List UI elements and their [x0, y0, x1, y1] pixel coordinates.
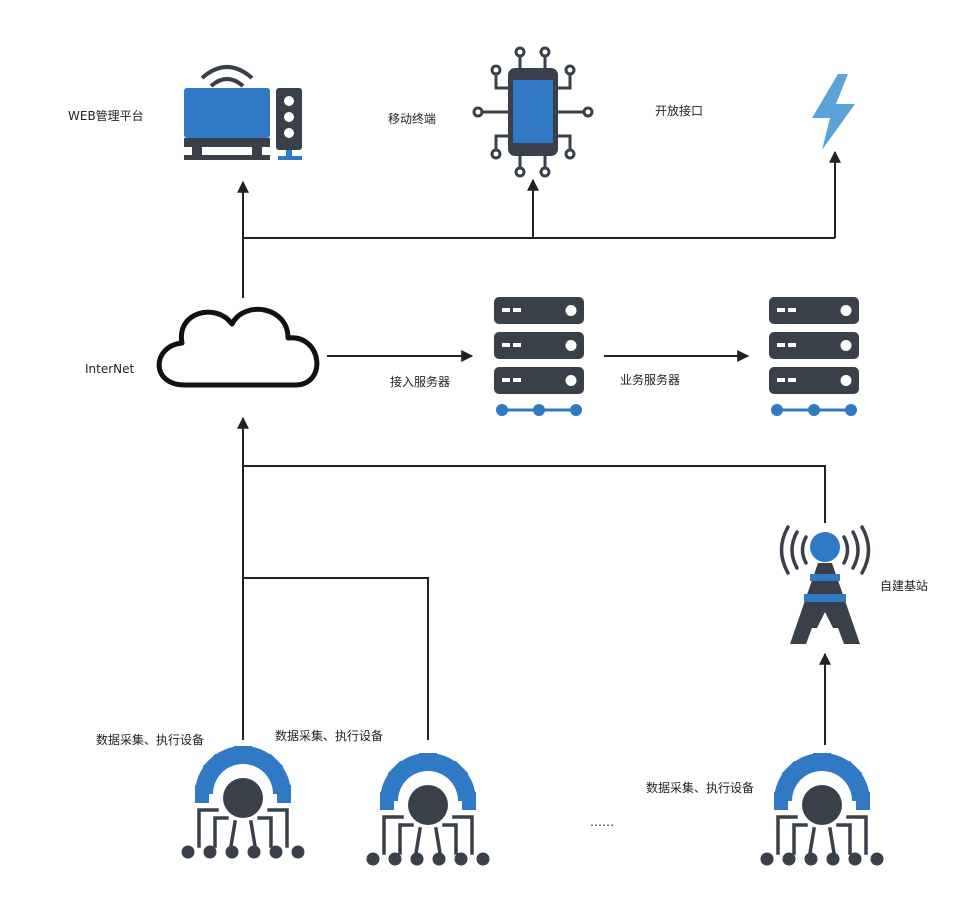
base-station-label: 自建基站: [880, 579, 928, 593]
lightning-bolt-icon: [812, 74, 855, 150]
desktop-computer-icon: [184, 65, 302, 160]
gear-circuit-icon: [179, 744, 307, 861]
connectors: [237, 150, 841, 745]
internet-label: InterNet: [85, 362, 135, 376]
business-server-icon: [767, 295, 861, 418]
device2-link: [243, 577, 429, 740]
device-2-label: 数据采集、执行设备: [275, 728, 383, 743]
gear-circuit-icon: [364, 751, 492, 868]
business-server-label: 业务服务器: [620, 372, 680, 387]
open-api-label: 开放接口: [655, 103, 703, 118]
device-1-label: 数据采集、执行设备: [96, 732, 204, 747]
device-3-label: 数据采集、执行设备: [646, 780, 754, 795]
access-server-label: 接入服务器: [390, 374, 450, 389]
base-station-link: [243, 465, 826, 523]
ellipsis-label: ……: [590, 815, 614, 829]
radio-tower-icon: [779, 525, 871, 644]
mobile-terminal-label: 移动终端: [388, 111, 436, 126]
gear-circuit-icon: [758, 751, 886, 868]
cloud-icon: [156, 306, 320, 388]
mobile-phone-circuit-icon: [472, 46, 594, 178]
access-server-icon: [492, 295, 586, 418]
web-platform-label: WEB管理平台: [68, 108, 144, 123]
